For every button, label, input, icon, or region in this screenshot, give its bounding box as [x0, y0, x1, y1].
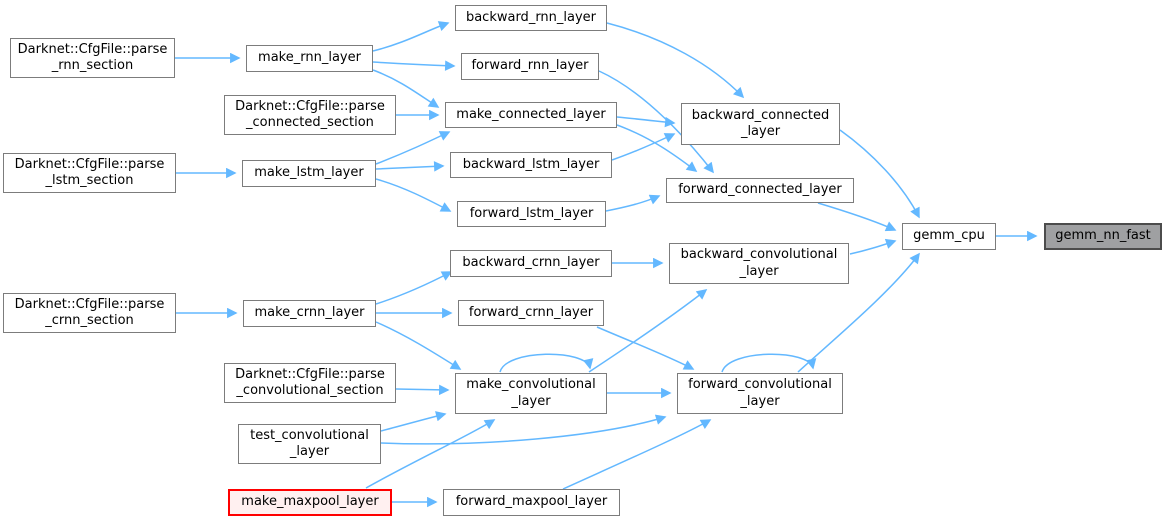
node-backward_rnn[interactable]: backward_rnn_layer	[455, 5, 607, 31]
edge-make_conv-to-make_conv	[499, 353, 594, 373]
edge-make_conv-to-backward_conv	[588, 289, 708, 373]
edge-backward_rnn-to-backward_connected	[606, 22, 745, 99]
node-make_maxpool[interactable]: make_maxpool_layer	[228, 489, 392, 516]
edge-make_rnn-to-forward_rnn	[372, 60, 456, 71]
node-parse_lstm[interactable]: Darknet::CfgFile::parse _lstm_section	[3, 153, 176, 193]
edge-forward_maxpool-to-forward_conv	[562, 419, 712, 490]
edge-make_maxpool-to-make_conv	[365, 419, 496, 489]
node-parse_connected[interactable]: Darknet::CfgFile::parse _connected_secti…	[224, 95, 396, 135]
edge-forward_rnn-to-forward_connected	[598, 70, 714, 174]
node-forward_conv[interactable]: forward_convolutional _layer	[677, 373, 843, 414]
edge-forward_conv-to-gemm_cpu	[797, 252, 920, 373]
node-gemm_cpu[interactable]: gemm_cpu	[902, 223, 996, 250]
node-make_connected[interactable]: make_connected_layer	[445, 102, 617, 128]
node-test_conv[interactable]: test_convolutional _layer	[238, 424, 381, 464]
node-forward_lstm[interactable]: forward_lstm_layer	[457, 201, 606, 227]
node-parse_rnn[interactable]: Darknet::CfgFile::parse _rnn_section	[10, 38, 175, 78]
edge-make_rnn-to-backward_rnn	[372, 21, 450, 52]
edge-forward_conv-to-forward_conv	[721, 353, 817, 373]
node-backward_lstm[interactable]: backward_lstm_layer	[450, 152, 612, 178]
node-parse_crnn[interactable]: Darknet::CfgFile::parse _crnn_section	[3, 293, 176, 333]
edge-make_lstm-to-make_connected	[375, 131, 451, 165]
edge-make_crnn-to-make_conv	[375, 321, 462, 370]
node-backward_connected[interactable]: backward_connected _layer	[681, 103, 840, 145]
edge-backward_conv-to-gemm_cpu	[849, 238, 897, 255]
node-parse_conv[interactable]: Darknet::CfgFile::parse _convolutional_s…	[224, 363, 396, 403]
edge-test_conv-to-forward_conv	[380, 414, 667, 445]
node-backward_crnn[interactable]: backward_crnn_layer	[450, 250, 612, 277]
edge-make_connected-to-forward_connected	[616, 124, 698, 172]
edge-make_lstm-to-backward_lstm	[375, 161, 445, 172]
edge-test_conv-to-make_conv	[380, 411, 447, 432]
node-make_lstm[interactable]: make_lstm_layer	[242, 160, 376, 187]
node-backward_conv[interactable]: backward_convolutional _layer	[669, 243, 849, 284]
edge-backward_lstm-to-backward_connected	[611, 133, 676, 161]
edge-parse_conv-to-make_conv	[395, 384, 450, 396]
node-gemm_nn_fast: gemm_nn_fast	[1044, 223, 1162, 250]
node-make_rnn[interactable]: make_rnn_layer	[246, 45, 373, 72]
node-forward_maxpool[interactable]: forward_maxpool_layer	[443, 489, 620, 516]
edge-make_lstm-to-forward_lstm	[375, 178, 452, 212]
edge-forward_lstm-to-forward_connected	[605, 194, 661, 212]
edge-backward_connected-to-gemm_cpu	[839, 129, 920, 219]
node-forward_connected[interactable]: forward_connected_layer	[666, 178, 854, 203]
node-forward_crnn[interactable]: forward_crnn_layer	[458, 300, 604, 326]
edge-forward_connected-to-gemm_cpu	[817, 202, 897, 232]
edge-make_rnn-to-make_connected	[372, 69, 440, 108]
node-make_crnn[interactable]: make_crnn_layer	[243, 300, 376, 327]
node-make_conv[interactable]: make_convolutional _layer	[455, 373, 607, 414]
edge-make_connected-to-backward_connected	[616, 116, 676, 128]
node-forward_rnn[interactable]: forward_rnn_layer	[461, 53, 599, 80]
edge-forward_crnn-to-forward_conv	[596, 326, 695, 370]
edge-make_crnn-to-backward_crnn	[375, 271, 453, 305]
